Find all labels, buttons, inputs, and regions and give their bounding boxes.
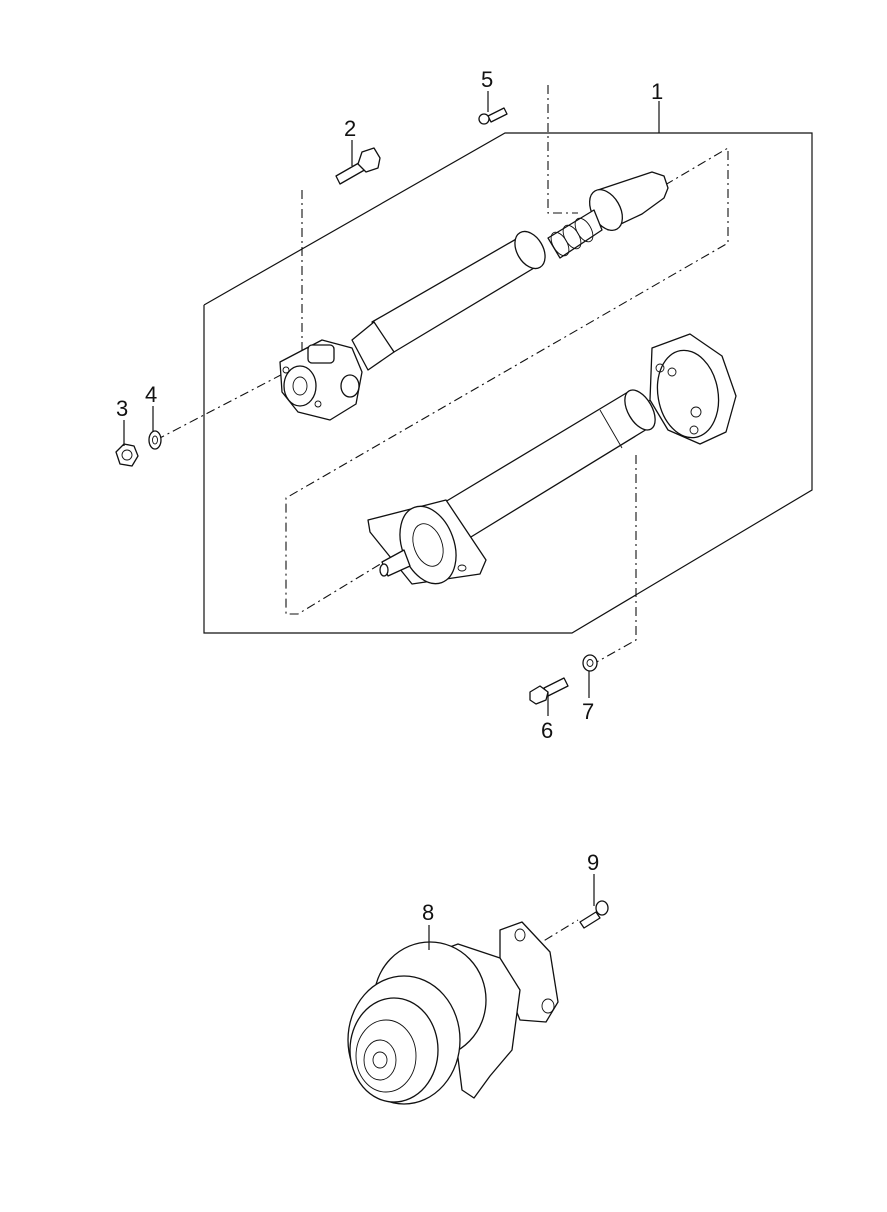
callout-labels: 1 2 3 4 5 6 7 8 9 (116, 67, 663, 925)
part-6-bolt (529, 677, 569, 705)
part-5-bolt (478, 107, 508, 125)
callout-7: 7 (582, 699, 594, 724)
callout-4: 4 (145, 382, 157, 407)
part-3-nut (115, 443, 139, 467)
callout-9: 9 (587, 850, 599, 875)
callout-6: 6 (541, 718, 553, 743)
upper-propeller-shaft (279, 171, 669, 421)
callout-3: 3 (116, 396, 128, 421)
callout-5: 5 (481, 67, 493, 92)
part-4-washer (148, 430, 162, 450)
part-2-bolt (335, 147, 381, 185)
callout-2: 2 (344, 116, 356, 141)
callout-pointers (123, 91, 660, 950)
part-7-washer (582, 654, 598, 672)
callout-1: 1 (651, 79, 663, 104)
lower-propeller-shaft (367, 333, 737, 585)
leader-lines (155, 85, 729, 971)
part-8-pump-assembly (347, 900, 609, 1105)
assembly-boundary (203, 132, 813, 634)
callout-8: 8 (422, 900, 434, 925)
